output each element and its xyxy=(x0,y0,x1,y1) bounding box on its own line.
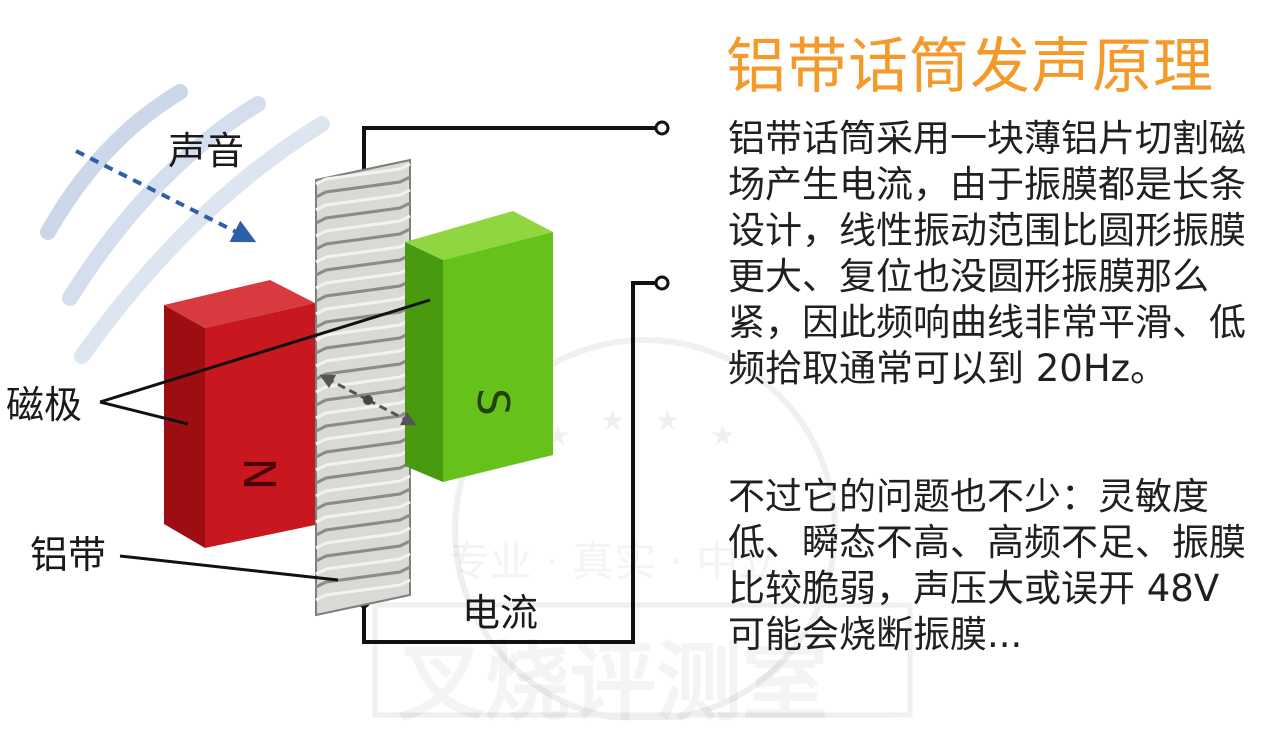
ribbon-pleat xyxy=(315,565,411,589)
ribbon-pleat xyxy=(315,474,411,498)
circuit-wires xyxy=(362,126,656,644)
ribbon-pleat xyxy=(315,526,411,550)
ribbon-pleat xyxy=(315,552,411,576)
ribbon-pleat xyxy=(315,162,411,186)
ribbon-label: 铝带 xyxy=(30,533,107,577)
aluminum-ribbon xyxy=(315,158,411,617)
north-magnet xyxy=(164,280,315,548)
sound-direction-arrow xyxy=(75,149,257,243)
ribbon-pleat xyxy=(315,578,411,602)
ribbon-pleat xyxy=(315,227,411,251)
current-label: 电流 xyxy=(462,591,539,635)
south-magnet xyxy=(405,211,553,482)
ribbon-pleat xyxy=(315,175,411,199)
ribbon-pleat xyxy=(315,513,411,537)
terminal-top xyxy=(654,120,670,136)
page-title: 铝带话筒发声原理 xyxy=(726,32,1214,102)
ribbon-pleat xyxy=(315,539,411,563)
terminal-bottom xyxy=(654,275,670,291)
svg-text:★: ★ xyxy=(600,404,625,437)
ribbon-pleat xyxy=(315,214,411,238)
description-paragraph-1: 铝带话筒采用一块薄铝片切割磁场产生电流，由于振膜都是长条设计，线性振动范围比圆形… xyxy=(728,117,1246,390)
svg-text:★: ★ xyxy=(710,419,735,452)
sound-label: 声音 xyxy=(168,129,245,173)
ribbon-pleat xyxy=(315,201,411,225)
sound-waves xyxy=(40,84,330,364)
ribbon-pleat xyxy=(315,487,411,511)
watermark-brand: 叉烧评测室 xyxy=(398,612,828,737)
vibration-arrow xyxy=(319,374,417,426)
ribbon-pleat xyxy=(315,188,411,212)
svg-text:★: ★ xyxy=(655,404,680,437)
ribbon-microphone-diagram: ★★ ★★ N S xyxy=(40,84,913,720)
watermark-slogan: 专业 · 真实 · 中立 xyxy=(448,528,780,589)
south-pole-letter: S xyxy=(467,388,518,416)
description-paragraph-2: 不过它的问题也不少：灵敏度低、瞬态不高、高频不足、振膜比较脆弱，声压大或误开 4… xyxy=(728,475,1246,656)
ribbon-pleat xyxy=(315,500,411,524)
north-pole-letter: N xyxy=(233,458,284,491)
watermark-seal: ★★ ★★ xyxy=(372,337,913,720)
leader-lines xyxy=(99,298,431,582)
pole-label: 磁极 xyxy=(6,383,83,427)
